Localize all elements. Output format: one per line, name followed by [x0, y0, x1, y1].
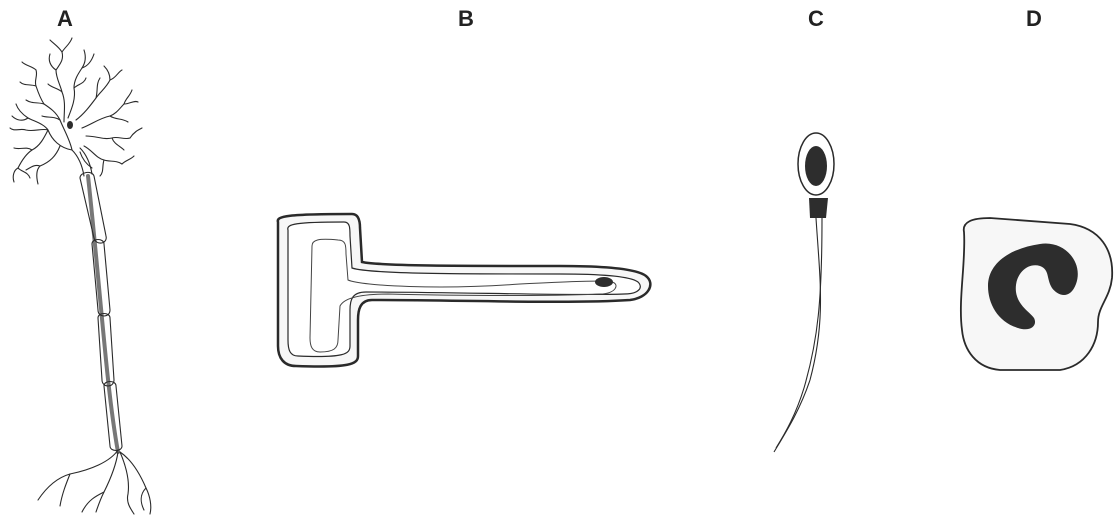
t-shaped-cell: [278, 214, 651, 367]
inner-membrane: [288, 222, 641, 357]
neuron-nucleus: [67, 121, 73, 129]
neuron-dendrites: [10, 38, 142, 184]
sperm-nucleus: [805, 146, 827, 186]
sperm-tail: [774, 218, 821, 452]
sperm-midpiece: [809, 198, 828, 218]
t-cell-nucleus: [595, 277, 613, 287]
axon-terminals: [38, 450, 151, 514]
lobed-nucleus-cell: [961, 218, 1112, 370]
neuron-cell: [10, 38, 151, 514]
cell-membrane: [961, 218, 1112, 370]
sperm-cell: [774, 133, 834, 452]
